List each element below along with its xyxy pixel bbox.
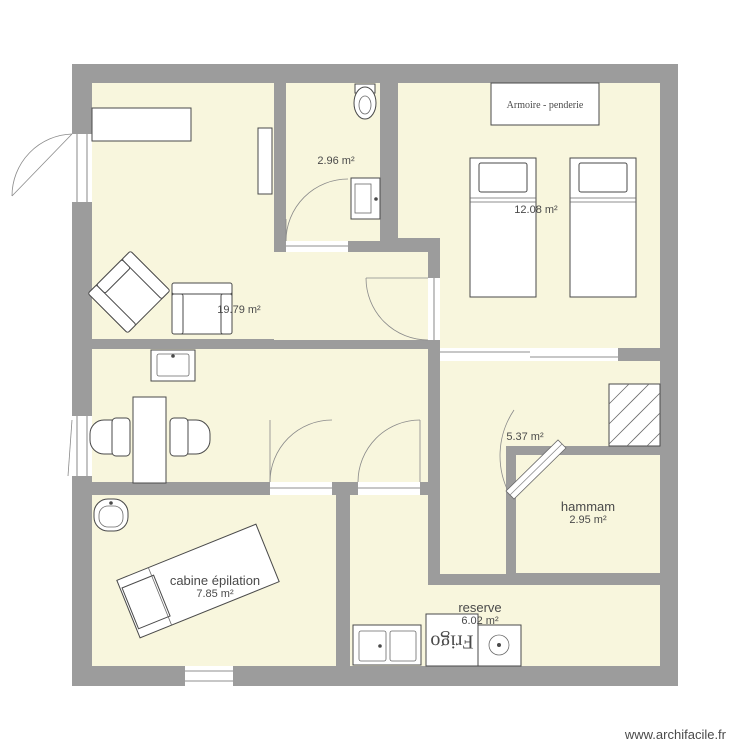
hammam-area-label: 2.95 m² [569,514,607,526]
door-wc [285,178,349,252]
stove-icon [477,624,522,667]
epilation-name-label: cabine épilation [170,573,260,588]
watermark[interactable]: www.archifacile.fr [624,727,727,742]
wardrobe [490,82,600,126]
armchair-icon [171,282,233,335]
kitchen-sink-icon [352,624,422,666]
epilation-area-label: 7.85 m² [196,588,234,600]
reserve-name-label: reserve [458,600,501,615]
bed-right-icon [569,157,637,298]
door-epilation [269,419,333,495]
toilet-icon [353,83,377,120]
door-bedroom [365,277,440,341]
shelf [257,127,273,195]
wc-area-label: 2.96 m² [317,155,355,167]
shower-area-label: 5.37 m² [506,431,544,443]
treatment-bed-icon [116,523,280,639]
chair-right-icon [169,417,211,457]
door-hammam [499,409,567,500]
office-washbasin-icon [150,349,196,382]
left-window-bottom [67,416,92,477]
wardrobe-label: Armoire - penderie [507,100,584,111]
fridge [425,613,479,667]
bottom-window [185,666,233,686]
reserve-area-label: 6.02 m² [461,615,499,627]
fridge-label: Frigo [430,630,473,652]
sliding-door-shower [440,348,618,361]
left-window-top [11,133,92,202]
desk-top [91,107,192,142]
chair-left-icon [89,417,131,457]
main-area-label: 19.79 m² [217,304,261,316]
bedroom-area-label: 12.08 m² [514,204,558,216]
shower-tray-icon [608,383,661,447]
wc-washbasin-icon [350,177,381,220]
consult-table [132,396,167,484]
door-reserve [357,419,421,495]
bed-left-icon [469,157,537,298]
epilation-washbasin-icon [93,498,129,532]
hammam-name-label: hammam [561,499,615,514]
armchair-rotated-icon [88,251,170,333]
